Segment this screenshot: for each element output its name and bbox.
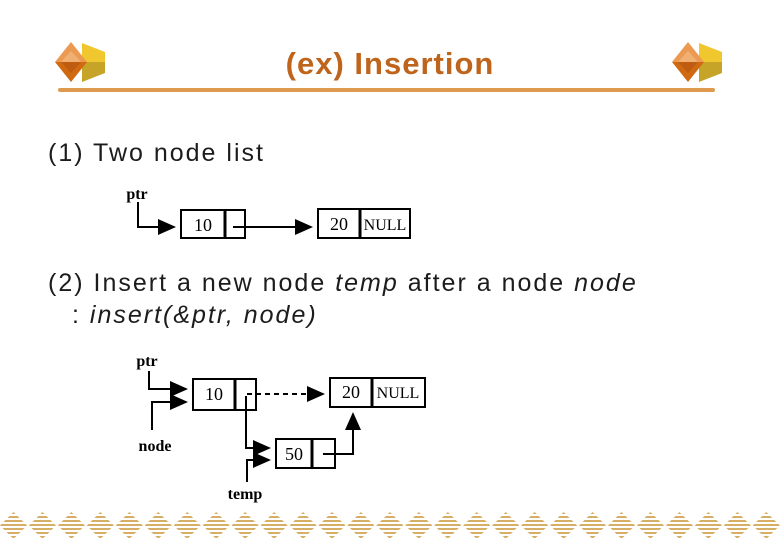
cube-icon (672, 42, 722, 82)
node-value: 10 (194, 215, 212, 235)
diamond-icon (550, 512, 578, 539)
diamond-icon (86, 512, 114, 539)
heading-text: after a node (398, 269, 575, 297)
section1-heading: (1) Two node list (48, 139, 265, 167)
diamond-icon (723, 512, 751, 539)
diamond-border (0, 512, 780, 540)
var-temp: temp (335, 269, 399, 297)
temp-arrow (246, 452, 271, 482)
temp-to-second-arrow (323, 412, 361, 455)
code-call: insert(&ptr, node) (89, 301, 318, 329)
node-box (317, 208, 411, 239)
diamond-icon (289, 512, 317, 539)
diamond-icon (144, 512, 172, 539)
diamond-icon (521, 512, 549, 539)
node-link-label: NULL (364, 217, 407, 234)
heading-text: (2) Insert a new node (48, 269, 336, 297)
diamond-icon (463, 512, 491, 539)
node-value: 50 (285, 444, 303, 464)
diamond-icon (405, 512, 433, 539)
diamond-icon (202, 512, 230, 539)
linked-list-diagram-1: ptr 10 20 NULL (126, 186, 411, 239)
page-title: (ex) Insertion (285, 46, 495, 81)
node-value: 20 (330, 214, 348, 234)
node-box (329, 377, 426, 408)
diamond-icon (492, 512, 520, 539)
diamond-icon (260, 512, 288, 539)
ptr-arrow (137, 202, 176, 235)
node-value: 10 (205, 384, 223, 404)
diamond-icon (636, 512, 664, 539)
ptr-label: ptr (136, 353, 157, 370)
title-underline (58, 88, 715, 92)
diamond-icon (318, 512, 346, 539)
code-line: : insert(&ptr, node) (72, 301, 318, 330)
var-node: node (574, 269, 638, 297)
diamond-icon (28, 512, 56, 539)
code-colon: : (72, 301, 90, 329)
diamond-icon (57, 512, 85, 539)
diamond-icon (752, 512, 780, 539)
section2-heading: (2) Insert a new node temp after a node … (48, 269, 638, 298)
diamond-icon (115, 512, 143, 539)
node-label: node (139, 438, 172, 455)
diamond-icon (347, 512, 375, 539)
diamond-icon (231, 512, 259, 539)
diamond-icon (608, 512, 636, 539)
ptr-arrow (148, 371, 188, 397)
linked-list-diagram-2: ptr node 10 20 NULL 50 temp (136, 353, 426, 503)
diamond-icon (694, 512, 722, 539)
node-value: 20 (342, 382, 360, 402)
node-arrow (151, 394, 188, 430)
new-link-arrow (245, 396, 271, 456)
diamond-icon (665, 512, 693, 539)
ptr-label: ptr (126, 186, 147, 203)
node-box (180, 209, 246, 239)
diamond-icon (579, 512, 607, 539)
diamond-icon (173, 512, 201, 539)
diamond-icon (434, 512, 462, 539)
cube-icon (55, 42, 105, 82)
node-link-label: NULL (377, 385, 420, 402)
temp-label: temp (228, 486, 263, 503)
diamond-icon (376, 512, 404, 539)
diamond-icon (0, 512, 27, 539)
